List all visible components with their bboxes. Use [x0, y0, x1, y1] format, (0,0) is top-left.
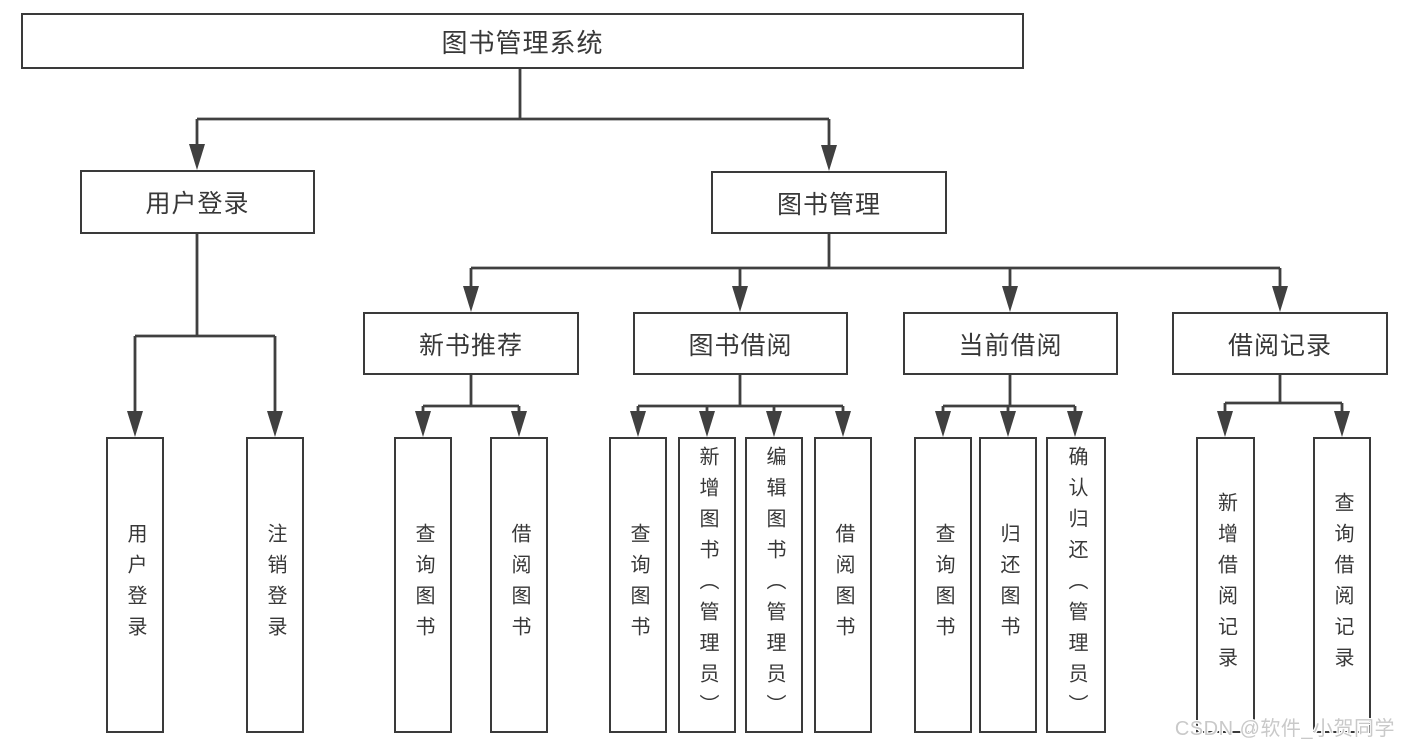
leaf-current-return-books: 归还图书 — [979, 437, 1037, 733]
arrowhead-icon — [511, 411, 527, 437]
leaf-label: 查询借阅记录 — [1331, 492, 1353, 678]
node-label: 当前借阅 — [958, 331, 1063, 360]
leaf-label: 用户登录 — [124, 523, 146, 647]
leaf-label: 归还图书 — [997, 523, 1019, 647]
node-book-borrow: 图书借阅 — [633, 312, 848, 375]
arrowhead-icon — [1002, 286, 1018, 312]
node-current-borrow: 当前借阅 — [903, 312, 1118, 375]
leaf-logout: 注销登录 — [246, 437, 304, 733]
leaf-user-login: 用户登录 — [106, 437, 164, 733]
arrowhead-icon — [821, 145, 837, 171]
csdn-watermark: CSDN @软件_小贺同学 — [1174, 718, 1395, 740]
arrowhead-icon — [1000, 411, 1016, 437]
leaf-label: 借阅图书 — [508, 523, 530, 647]
arrowhead-icon — [732, 286, 748, 312]
node-label: 新书推荐 — [418, 331, 523, 360]
arrowhead-icon — [699, 411, 715, 437]
leaf-borrow-query-books: 查询图书 — [609, 437, 667, 733]
node-book-management: 图书管理 — [711, 171, 947, 234]
arrowhead-icon — [835, 411, 851, 437]
node-label: 用户登录 — [145, 190, 250, 218]
node-borrow-record: 借阅记录 — [1172, 312, 1388, 375]
leaf-newbook-borrow-books: 借阅图书 — [490, 437, 548, 733]
leaf-borrow-add-books-admin: 新增图书（管理员） — [678, 437, 736, 733]
arrowhead-icon — [935, 411, 951, 437]
leaf-label: 新增图书（管理员） — [696, 445, 718, 725]
leaf-borrow-borrow-books: 借阅图书 — [814, 437, 872, 733]
leaf-label: 查询图书 — [627, 523, 649, 647]
arrowhead-icon — [1272, 286, 1288, 312]
leaf-borrow-edit-books-admin: 编辑图书（管理员） — [745, 437, 803, 733]
node-library-system: 图书管理系统 — [21, 13, 1024, 69]
arrowhead-icon — [415, 411, 431, 437]
leaf-label: 编辑图书（管理员） — [763, 445, 785, 725]
leaf-newbook-query-books: 查询图书 — [394, 437, 452, 733]
leaf-current-query-books: 查询图书 — [914, 437, 972, 733]
leaf-label: 借阅图书 — [832, 523, 854, 647]
arrowhead-icon — [630, 411, 646, 437]
arrowhead-icon — [766, 411, 782, 437]
leaf-label: 确认归还（管理员） — [1065, 445, 1087, 725]
arrowhead-icon — [463, 286, 479, 312]
leaf-label: 查询图书 — [412, 523, 434, 647]
node-label: 图书管理 — [776, 190, 881, 219]
arrowhead-icon — [127, 411, 143, 437]
arrowhead-icon — [1334, 411, 1350, 437]
node-user-login: 用户登录 — [80, 170, 315, 234]
arrowhead-icon — [267, 411, 283, 437]
leaf-label: 注销登录 — [264, 523, 286, 647]
leaf-record-query: 查询借阅记录 — [1313, 437, 1371, 733]
leaf-current-confirm-return-admin: 确认归还（管理员） — [1046, 437, 1106, 733]
node-new-book-recommend: 新书推荐 — [363, 312, 579, 375]
arrowhead-icon — [1067, 411, 1083, 437]
arrowhead-icon — [1217, 411, 1233, 437]
arrowhead-icon — [189, 144, 205, 170]
node-label: 借阅记录 — [1227, 331, 1332, 360]
node-label: 图书管理系统 — [441, 27, 604, 58]
leaf-label: 新增借阅记录 — [1214, 492, 1237, 678]
node-label: 图书借阅 — [688, 331, 793, 360]
leaf-record-add: 新增借阅记录 — [1196, 437, 1255, 733]
leaf-label: 查询图书 — [932, 523, 954, 647]
